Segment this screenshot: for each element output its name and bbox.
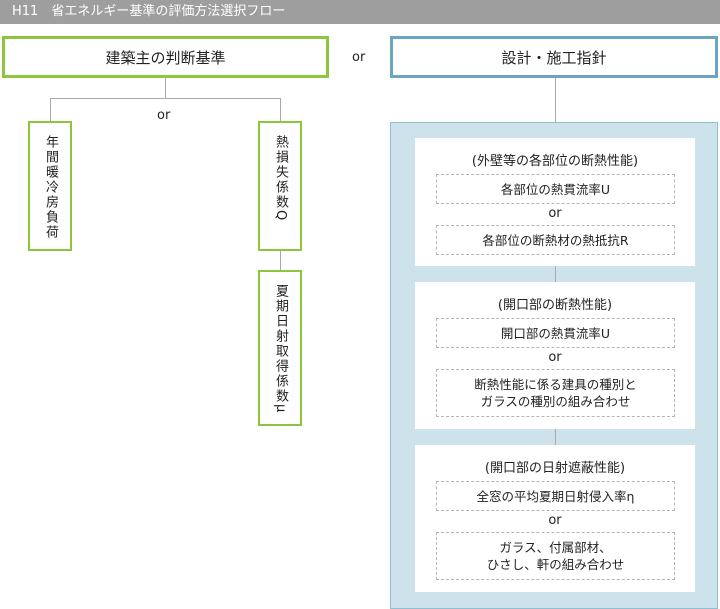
connector-line xyxy=(555,78,556,122)
option-text: 開口部の熱貫流率U xyxy=(500,325,611,341)
design-guideline-label: 設計・施工指針 xyxy=(501,48,607,67)
or-label-top: or xyxy=(352,50,366,65)
connector-line xyxy=(280,250,281,270)
option-text: ひさし、軒の組み合わせ xyxy=(486,557,625,572)
connector-line xyxy=(165,78,166,98)
opening-u-value-option: 開口部の熱貫流率U xyxy=(436,318,675,348)
or-label: or xyxy=(548,350,562,365)
connector-line xyxy=(555,429,556,445)
option-text: ガラスの種別の組み合わせ xyxy=(480,394,631,409)
card-title: (開口部の断熱性能) xyxy=(497,298,613,313)
heat-loss-label: 熱損失係数Q xyxy=(273,135,288,223)
option-text: ガラス、付属部材、 xyxy=(499,540,612,555)
connector-line xyxy=(50,98,281,99)
design-guideline-box: 設計・施工指針 xyxy=(390,36,718,78)
shading-combination-option: ガラス、付属部材、 ひさし、軒の組み合わせ xyxy=(436,532,675,580)
fitting-glass-combination-option: 断熱性能に係る建具の種別と ガラスの種別の組み合わせ xyxy=(436,369,675,417)
or-label: or xyxy=(548,206,562,221)
card-title: (外壁等の各部位の断熱性能) xyxy=(471,154,639,169)
heat-loss-box: 熱損失係数Q xyxy=(258,121,302,251)
solar-shading-card: (開口部の日射遮蔽性能) xyxy=(415,445,695,592)
wall-u-value-option: 各部位の熱貫流率U xyxy=(436,174,675,204)
insulation-r-value-option: 各部位の断熱材の熱抵抗R xyxy=(436,225,675,255)
opening-insulation-card: (開口部の断熱性能) xyxy=(415,282,695,429)
or-label-left: or xyxy=(157,108,171,123)
solar-gain-label: 夏期日射取得係数μ xyxy=(273,284,288,415)
option-text: 各部位の熱貫流率U xyxy=(500,181,611,197)
connector-line xyxy=(555,266,556,282)
card-title: (開口部の日射遮蔽性能) xyxy=(484,461,626,476)
owner-criteria-label: 建築主の判断基準 xyxy=(105,48,226,67)
or-label: or xyxy=(548,513,562,528)
page-title: H11 省エネルギー基準の評価方法選択フロー xyxy=(0,0,720,24)
connector-line xyxy=(50,98,51,122)
option-text: 各部位の断熱材の熱抵抗R xyxy=(482,232,629,248)
annual-load-box: 年間暖冷房負荷 xyxy=(28,121,72,251)
solar-gain-box: 夏期日射取得係数μ xyxy=(258,270,302,426)
option-text: 断熱性能に係る建具の種別と xyxy=(474,377,637,392)
wall-insulation-card: (外壁等の各部位の断熱性能) xyxy=(415,138,695,266)
connector-line xyxy=(280,98,281,122)
option-text: 全窓の平均夏期日射侵入率η xyxy=(476,488,635,504)
annual-load-label: 年間暖冷房負荷 xyxy=(43,135,58,240)
solar-gain-rate-option: 全窓の平均夏期日射侵入率η xyxy=(436,481,675,511)
owner-criteria-box: 建築主の判断基準 xyxy=(2,36,329,78)
